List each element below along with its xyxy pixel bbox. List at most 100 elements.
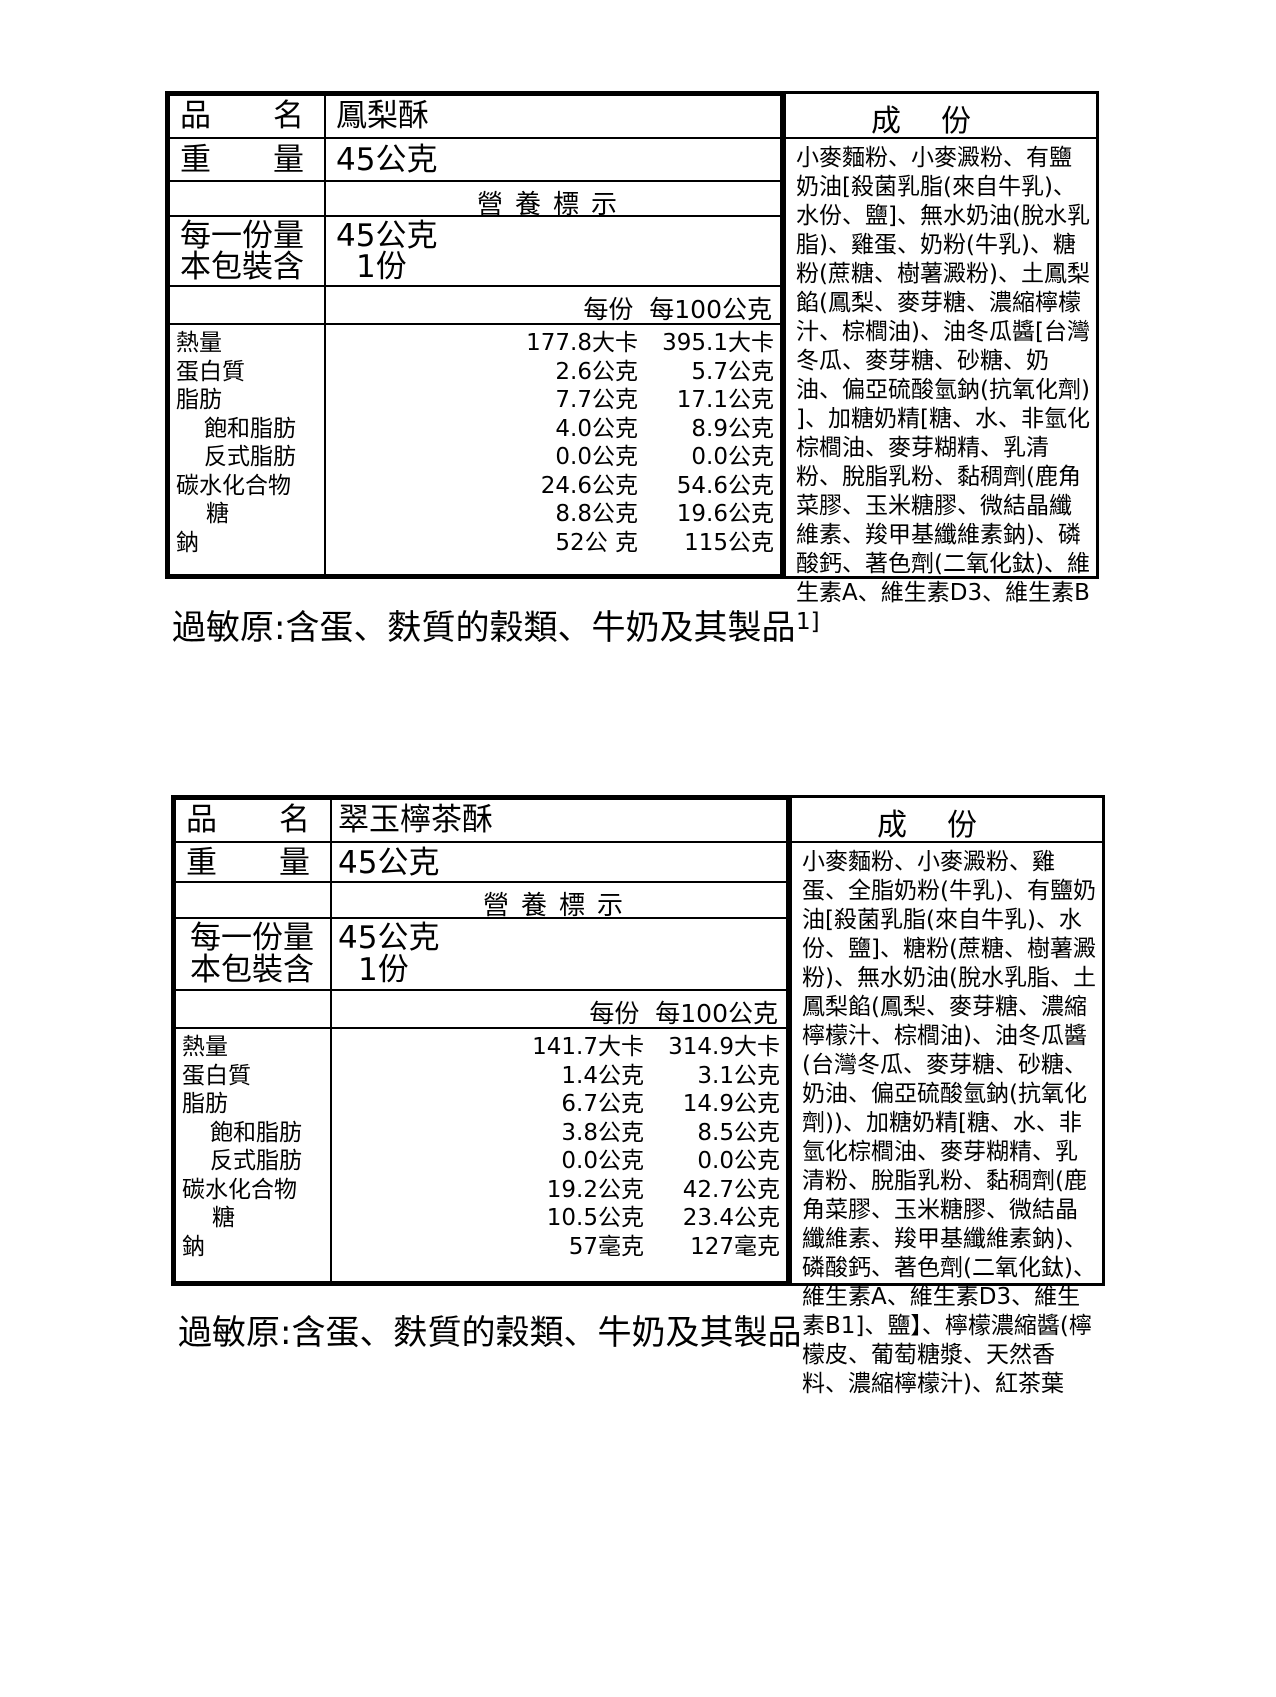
block-divider — [786, 798, 792, 1283]
weight-value: 45公克 — [336, 142, 438, 178]
nutrition-label-1: 品 名 鳳梨酥 重 量 45公克 營養標示 每一份量 本包裝含 45公克 1份 … — [165, 91, 1099, 635]
per-100g-value: 14.9公克 — [682, 1091, 780, 1117]
nutrient-name: 碳水化合物 — [182, 1176, 297, 1203]
per-100g-value: 314.9大卡 — [668, 1034, 780, 1060]
per-100g-value: 5.7公克 — [691, 358, 774, 385]
nutrient-name: 糖 — [206, 501, 229, 527]
servings-label: 本包裝含 — [190, 952, 314, 988]
per-serving-value: 0.0公克 — [561, 1148, 644, 1174]
per-100g-value: 19.6公克 — [676, 501, 774, 527]
product-name: 鳳梨酥 — [336, 98, 429, 134]
nutrition-title-spacer — [168, 180, 326, 217]
column-header-cell: 每份 每100公克 — [324, 285, 782, 325]
per-serving-value: 0.0公克 — [555, 444, 638, 470]
product-name-cell: 翠玉檸茶酥 — [330, 798, 788, 843]
per-100g-value: 127毫克 — [690, 1233, 780, 1260]
block-divider — [780, 94, 786, 576]
per-serving-value: 2.6公克 — [555, 358, 638, 385]
per-100g-value: 0.0公克 — [691, 444, 774, 470]
ingredients-title: 成份 — [871, 104, 1011, 139]
name-label-cell: 品 名 — [174, 798, 332, 843]
nutrition-title: 營養標示 — [482, 891, 635, 921]
per-serving-value: 52公 克 — [555, 529, 638, 556]
per-100g-value: 23.4公克 — [682, 1205, 780, 1231]
per-serving-value: 177.8大卡 — [526, 330, 638, 356]
per-100g-value: 0.0公克 — [697, 1148, 780, 1174]
ingredients-text: 小麥麵粉、小麥澱粉、雞蛋、全脂奶粉(牛乳)、有鹽奶油[殺菌乳脂(來自牛乳)、水份… — [802, 849, 1096, 1397]
nutrient-name: 鈉 — [182, 1233, 205, 1260]
nutrient-name: 脂肪 — [176, 387, 222, 413]
column-headers: 每份 每100公克 — [589, 994, 778, 1030]
nutrient-name: 糖 — [212, 1205, 235, 1231]
nutrient-names-cell: 熱量 蛋白質 脂肪 飽和脂肪 反式脂肪 碳水化合物 糖 鈉 — [168, 323, 326, 576]
per-100g-value: 395.1大卡 — [662, 330, 774, 356]
column-header-spacer — [168, 285, 326, 325]
serving-value: 45公克 — [338, 920, 440, 956]
serving-value: 45公克 — [336, 218, 438, 254]
nutrition-title-cell: 營養標示 — [330, 881, 788, 921]
serving-value-cell: 45公克 1份 — [324, 215, 782, 287]
weight-label: 重 量 — [180, 142, 304, 178]
per-100g-value: 42.7公克 — [682, 1176, 780, 1203]
col-per-serving: 每份 — [589, 999, 640, 1028]
per-100g-value: 8.5公克 — [697, 1119, 780, 1146]
weight-label-cell: 重 量 — [174, 841, 332, 883]
col-per-100g: 每100公克 — [655, 999, 778, 1028]
per-serving-value: 57毫克 — [568, 1233, 644, 1260]
nutrient-values-cell: 177.8大卡 2.6公克 7.7公克 4.0公克 0.0公克 24.6公克 8… — [324, 323, 782, 576]
serving-label-cell: 每一份量 本包裝含 — [168, 215, 326, 287]
weight-value-cell: 45公克 — [330, 841, 788, 883]
nutrient-name: 熱量 — [176, 330, 222, 356]
per-100g-value: 17.1公克 — [676, 387, 774, 413]
nutrient-name: 碳水化合物 — [176, 472, 291, 499]
nutrient-values-cell: 141.7大卡 1.4公克 6.7公克 3.8公克 0.0公克 19.2公克 1… — [330, 1027, 788, 1283]
column-header-spacer — [174, 989, 332, 1029]
nutrient-name: 脂肪 — [182, 1091, 228, 1117]
product-name-cell: 鳳梨酥 — [324, 94, 782, 139]
ingredients-text: 小麥麵粉、小麥澱粉、有鹽奶油[殺菌乳脂(來自牛乳)、水份、鹽]、無水奶油(脫水乳… — [796, 145, 1090, 635]
per-serving-values: 177.8大卡 2.6公克 7.7公克 4.0公克 0.0公克 24.6公克 8… — [526, 329, 638, 557]
product-name: 翠玉檸茶酥 — [338, 802, 493, 838]
nutrition-title-spacer — [174, 881, 332, 919]
nutrient-name: 飽和脂肪 — [204, 415, 296, 442]
nutrient-names: 熱量 蛋白質 脂肪 飽和脂肪 反式脂肪 碳水化合物 糖 鈉 — [182, 1033, 302, 1261]
weight-value-cell: 45公克 — [324, 137, 782, 182]
serving-label-cell: 每一份量 本包裝含 — [174, 917, 332, 991]
nutrient-name: 飽和脂肪 — [210, 1119, 302, 1146]
per-serving-value: 1.4公克 — [561, 1062, 644, 1089]
nutrient-name: 蛋白質 — [176, 358, 245, 385]
nutrient-names: 熱量 蛋白質 脂肪 飽和脂肪 反式脂肪 碳水化合物 糖 鈉 — [176, 329, 296, 557]
name-label-cell: 品 名 — [168, 94, 326, 139]
servings-value: 1份 — [358, 952, 409, 988]
allergen-statement: 過敏原:含蛋、麩質的穀類、牛奶及其製品 — [172, 608, 796, 648]
nutrient-names-cell: 熱量 蛋白質 脂肪 飽和脂肪 反式脂肪 碳水化合物 糖 鈉 — [174, 1027, 332, 1283]
servings-value: 1份 — [356, 249, 407, 285]
serving-label: 每一份量 — [180, 218, 304, 254]
per-serving-value: 8.8公克 — [555, 501, 638, 527]
ingredients-header: 成份 — [792, 798, 1102, 843]
per-serving-values: 141.7大卡 1.4公克 6.7公克 3.8公克 0.0公克 19.2公克 1… — [532, 1033, 644, 1261]
per-100g-value: 3.1公克 — [697, 1062, 780, 1089]
weight-label-cell: 重 量 — [168, 137, 326, 182]
nutrient-name: 鈉 — [176, 529, 199, 556]
per-serving-value: 7.7公克 — [555, 387, 638, 413]
per-serving-value: 10.5公克 — [546, 1205, 644, 1231]
serving-value-cell: 45公克 1份 — [330, 917, 788, 991]
col-per-serving: 每份 — [583, 295, 634, 324]
allergen-statement: 過敏原:含蛋、麩質的穀類、牛奶及其製品 — [178, 1313, 802, 1353]
nutrient-name: 反式脂肪 — [204, 444, 296, 470]
nutrient-name: 熱量 — [182, 1034, 228, 1060]
ingredients-title: 成份 — [877, 808, 1017, 843]
per-100g-value: 8.9公克 — [691, 415, 774, 442]
per-100g-values: 395.1大卡 5.7公克 17.1公克 8.9公克 0.0公克 54.6公克 … — [662, 329, 774, 557]
nutrition-label-2: 品 名 翠玉檸茶酥 重 量 45公克 營養標示 每一份量 本包裝含 45公克 1… — [171, 795, 1105, 1397]
per-serving-value: 4.0公克 — [555, 415, 638, 442]
weight-label: 重 量 — [186, 845, 310, 881]
ingredients-header: 成份 — [786, 94, 1096, 139]
serving-label: 每一份量 — [190, 920, 314, 956]
name-label: 品 名 — [186, 802, 310, 838]
name-label: 品 名 — [180, 98, 304, 134]
per-100g-value: 115公克 — [684, 529, 774, 556]
nutrient-name: 蛋白質 — [182, 1062, 251, 1089]
col-per-100g: 每100公克 — [649, 295, 772, 324]
